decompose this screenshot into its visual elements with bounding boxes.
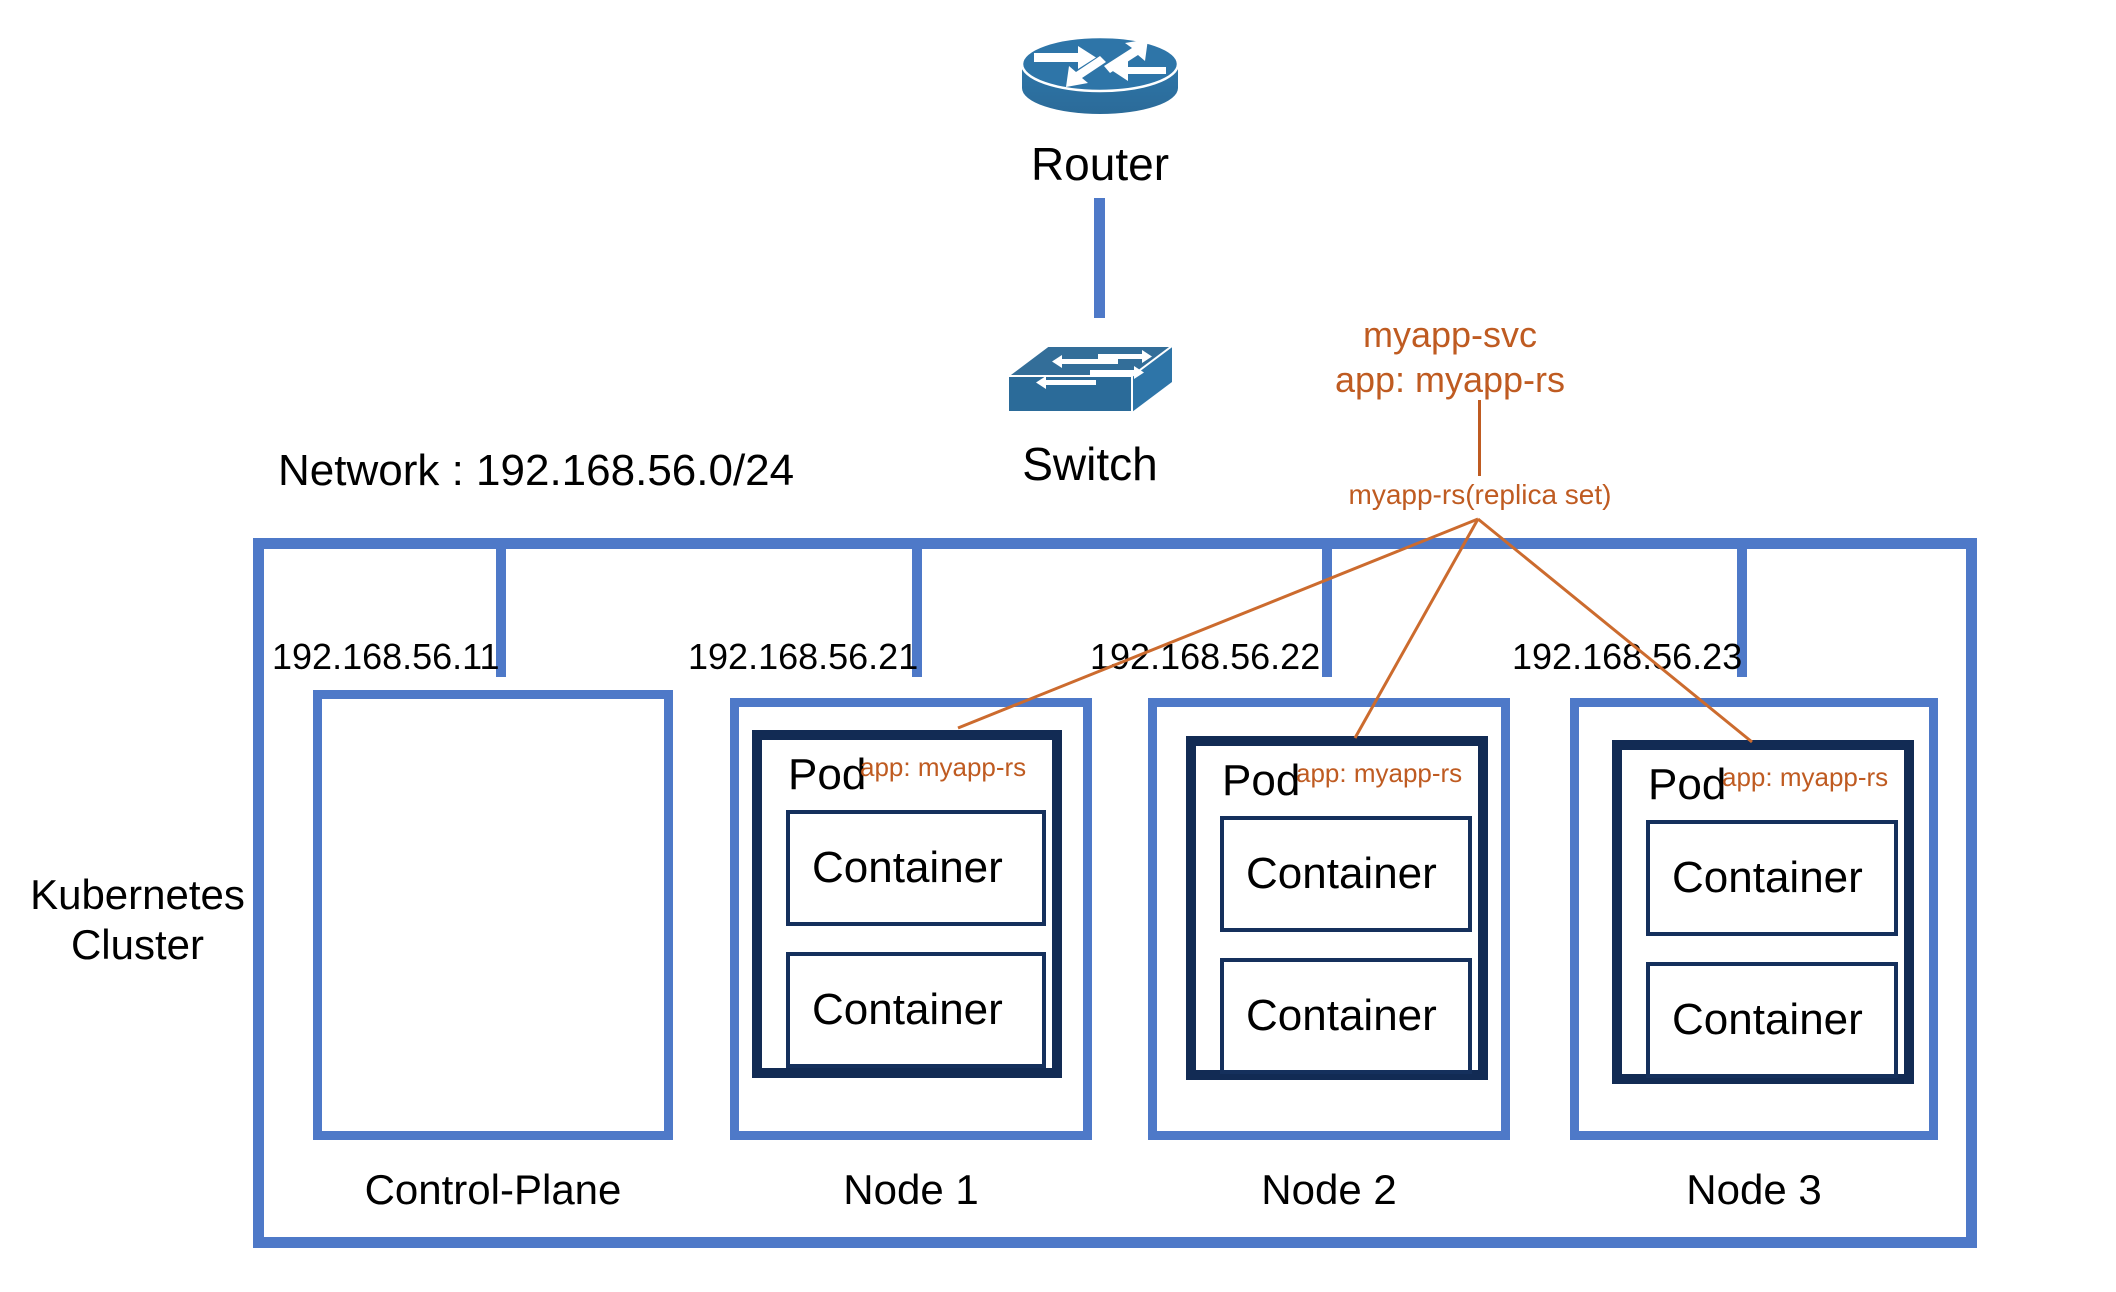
pod-label-node-1: Pod [788, 750, 867, 799]
container-box-node-1-b[interactable]: Container [786, 952, 1046, 1068]
ip-label-node-3: 192.168.56.23 [1512, 636, 1743, 677]
ip-label-node-2: 192.168.56.22 [1090, 636, 1321, 677]
container-label-node-1-b: Container [812, 985, 1003, 1034]
service-name-label: myapp-svc [1362, 314, 1538, 355]
container-label-node-3-a: Container [1672, 853, 1863, 902]
container-label-node-1-a: Container [812, 843, 1003, 892]
ip-label-node-1: 192.168.56.21 [688, 636, 919, 677]
container-box-node-1-a[interactable]: Container [786, 810, 1046, 926]
container-label-node-3-b: Container [1672, 995, 1863, 1044]
router-label: Router [1030, 138, 1170, 190]
cluster-divider-2 [912, 549, 922, 677]
switch-label: Switch [1022, 438, 1158, 490]
pod-annotation-node-2: app: myapp-rs [1296, 758, 1463, 788]
cluster-label-line1: Kubernetes [30, 871, 245, 918]
service-stem-line [1478, 400, 1481, 476]
container-box-node-2-a[interactable]: Container [1220, 816, 1472, 932]
cluster-divider-1 [496, 549, 506, 677]
router-icon [1020, 22, 1180, 130]
machine-label-node-3: Node 3 [1686, 1166, 1822, 1213]
router-switch-link [1094, 198, 1105, 318]
pod-box-node-3[interactable]: Pod app: myapp-rs Container Container [1612, 740, 1914, 1084]
ip-label-control-plane: 192.168.56.11 [272, 636, 500, 677]
service-selector-label: app: myapp-rs [1334, 359, 1566, 400]
container-label-node-2-b: Container [1246, 991, 1437, 1040]
container-box-node-3-a[interactable]: Container [1646, 820, 1898, 936]
network-label: Network : 192.168.56.0/24 [278, 446, 795, 495]
pod-box-node-1[interactable]: Pod app: myapp-rs Container Container [752, 730, 1062, 1078]
container-box-node-3-b[interactable]: Container [1646, 962, 1898, 1078]
pod-annotation-node-1: app: myapp-rs [860, 752, 1027, 782]
cluster-label: Kubernetes Cluster [20, 870, 255, 969]
machine-label-node-1: Node 1 [843, 1166, 979, 1213]
container-label-node-2-a: Container [1246, 849, 1437, 898]
cluster-divider-3 [1322, 549, 1332, 677]
pod-box-node-2[interactable]: Pod app: myapp-rs Container Container [1186, 736, 1488, 1080]
cluster-label-line2: Cluster [70, 920, 205, 968]
pod-annotation-node-3: app: myapp-rs [1722, 762, 1889, 792]
machine-label-node-2: Node 2 [1261, 1166, 1397, 1213]
pod-label-node-3: Pod [1648, 760, 1727, 809]
replicaset-label: myapp-rs(replica set) [1348, 479, 1612, 510]
machine-box-control-plane[interactable] [313, 690, 673, 1140]
switch-icon [1000, 318, 1180, 428]
pod-label-node-2: Pod [1222, 756, 1301, 805]
container-box-node-2-b[interactable]: Container [1220, 958, 1472, 1074]
machine-label-control-plane: Control-Plane [364, 1166, 622, 1213]
